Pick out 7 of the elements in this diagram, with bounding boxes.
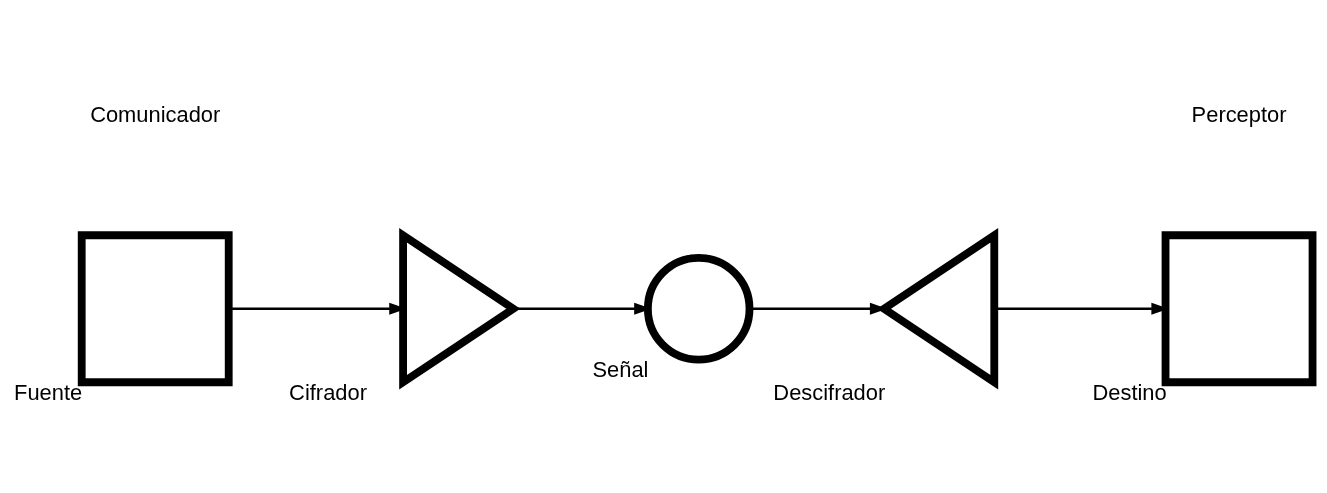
node-label: Fuente <box>14 379 83 405</box>
label: Comunicador <box>90 101 221 127</box>
label: Perceptor <box>1191 101 1287 127</box>
node-label: Señal <box>592 356 649 382</box>
node-label: Destino <box>1092 379 1167 405</box>
node-label: Descifrador <box>773 379 886 405</box>
node-label: Cifrador <box>289 379 367 405</box>
